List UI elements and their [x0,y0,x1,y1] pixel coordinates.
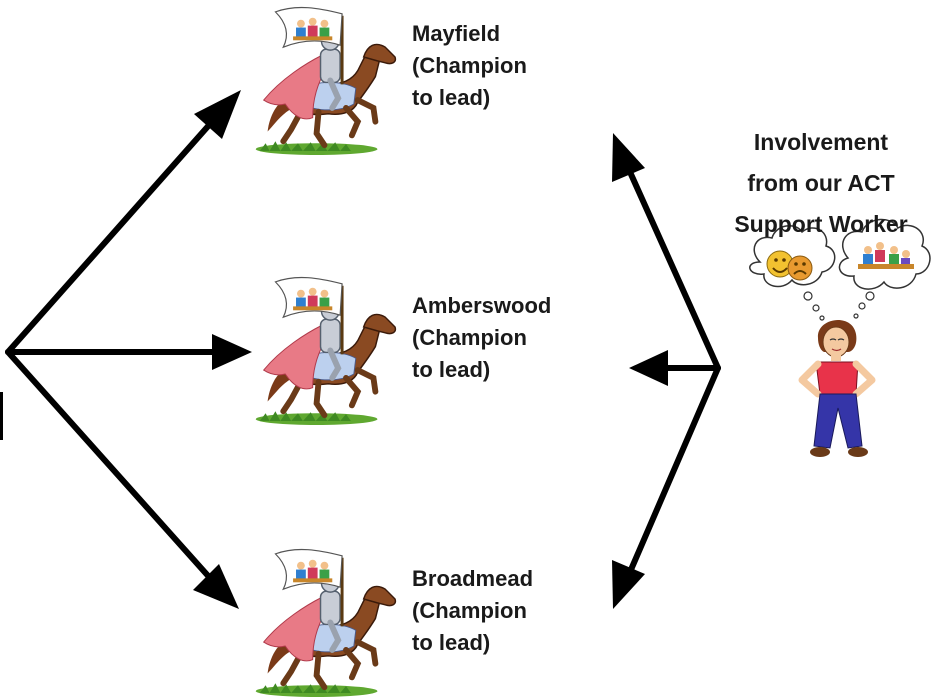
support-line-2: from our ACT [747,170,895,196]
school-role: (Champion [412,325,527,350]
right-arrows [612,133,721,609]
school-name: Mayfield [412,21,501,46]
school-role: (Champion [412,598,527,623]
knight-icon [256,277,396,424]
support-line-3: Support Worker [734,211,908,237]
school-name: Broadmead [412,566,534,591]
thought-bubble-people-icon [838,218,931,319]
school-label-broadmead: Broadmead (Champion to lead) [412,563,533,659]
edge-mark [0,392,3,440]
school-name: Amberswood [412,293,552,318]
school-role: to lead) [412,630,491,655]
support-worker-label: Involvement from our ACT Support Worker [694,122,948,245]
school-label-mayfield: Mayfield (Champion to lead) [412,18,527,114]
thought-bubble-masks-icon [749,225,836,321]
school-role: to lead) [412,357,491,382]
school-label-amberswood: Amberswood (Champion to lead) [412,290,551,386]
knight-icon [256,549,396,696]
knight-icon [256,7,396,154]
thinking-person-icon [798,320,876,457]
school-role: (Champion [412,53,527,78]
left-arrows [5,90,252,609]
support-line-1: Involvement [753,129,889,155]
school-role: to lead) [412,85,491,110]
